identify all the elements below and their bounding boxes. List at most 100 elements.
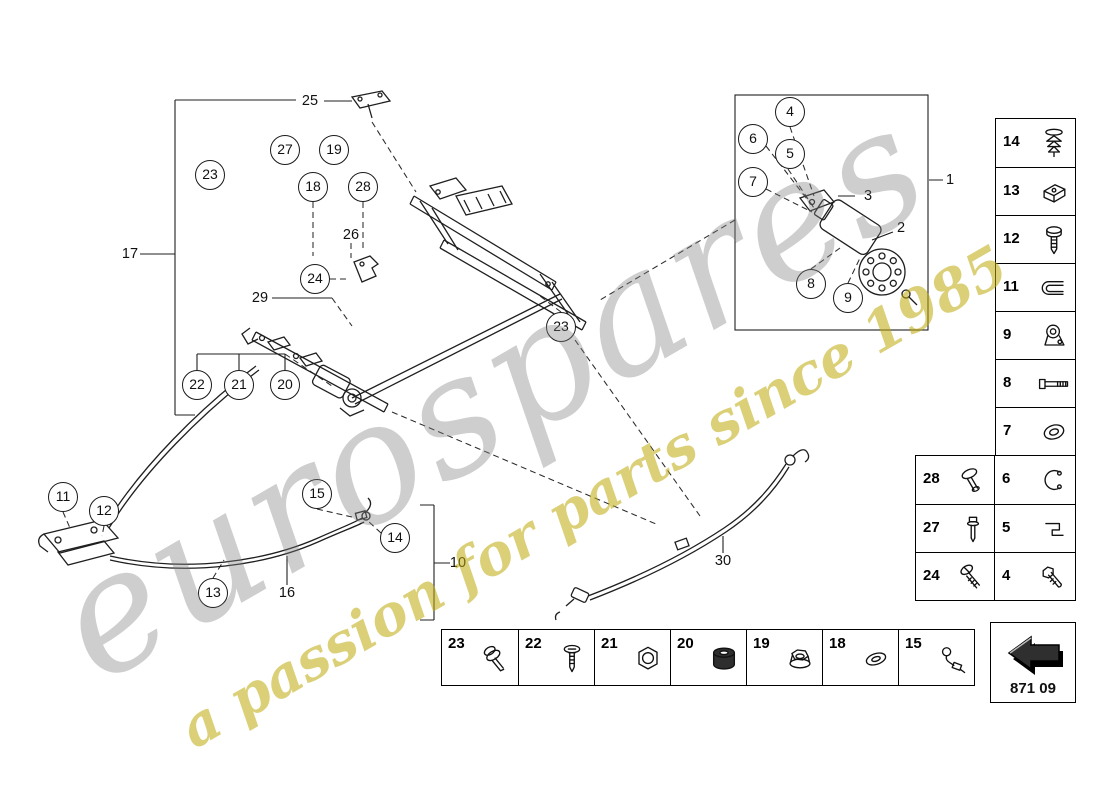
part-cell-15[interactable]: 15 [898, 630, 974, 685]
callout-18: 18 [298, 172, 328, 202]
part-number: 14 [1003, 133, 1020, 150]
part-cell-14[interactable]: 14 [996, 119, 1075, 167]
rear-cable [554, 449, 810, 621]
part-cell-24[interactable]: 24 [916, 552, 995, 600]
callout-27: 27 [270, 135, 300, 165]
bracket-clip-icon [1036, 511, 1072, 547]
part-number: 4 [1002, 567, 1011, 584]
callout-5: 5 [775, 139, 805, 169]
cable-clip-icon [934, 641, 970, 677]
part-cell-12[interactable]: 12 [996, 215, 1075, 263]
part-number: 6 [1002, 470, 1011, 487]
retainer-clip-icon [1036, 174, 1072, 210]
part-cell-5[interactable]: 5 [995, 504, 1075, 552]
callout-28: 28 [348, 172, 378, 202]
flange-nut-icon [782, 641, 818, 677]
callout-23-left: 23 [195, 160, 225, 190]
part-number: 27 [923, 519, 940, 536]
leader-lines [140, 99, 943, 621]
part-number: 28 [923, 470, 940, 487]
part-number: 15 [905, 635, 922, 652]
washer-icon [858, 641, 894, 677]
part-cell-22[interactable]: 22 [518, 630, 594, 685]
callout-22: 22 [182, 370, 212, 400]
part-cell-4[interactable]: 4 [995, 552, 1075, 600]
part-cell-19[interactable]: 19 [746, 630, 822, 685]
front-bracket-part [38, 519, 120, 566]
label-17: 17 [121, 246, 139, 262]
callout-19: 19 [319, 135, 349, 165]
callout-21: 21 [224, 370, 254, 400]
hex-nut-icon [630, 641, 666, 677]
callout-20: 20 [270, 370, 300, 400]
label-30: 30 [714, 553, 732, 569]
rail-assembly [351, 177, 587, 405]
leader-dashes [62, 121, 861, 579]
part-number: 5 [1002, 519, 1011, 536]
part-cell-9[interactable]: 9 [996, 311, 1075, 359]
part-cell-21[interactable]: 21 [594, 630, 670, 685]
callout-23-center: 23 [546, 312, 576, 342]
callout-4: 4 [775, 97, 805, 127]
pin-icon [955, 511, 991, 547]
pan-screw-vertical-icon [554, 641, 590, 677]
part-cell-7[interactable]: 7 [996, 407, 1075, 455]
part-number: 7 [1003, 422, 1012, 439]
callout-9: 9 [833, 283, 863, 313]
bushing-icon [706, 641, 742, 677]
part-number: 13 [1003, 182, 1020, 199]
callout-13: 13 [198, 578, 228, 608]
callout-15: 15 [302, 479, 332, 509]
screw-washer-icon [478, 641, 514, 677]
part-cell-13[interactable]: 13 [996, 167, 1075, 215]
spring-clip-icon [1036, 270, 1072, 306]
label-29: 29 [251, 290, 269, 306]
circlip-icon [1036, 462, 1072, 498]
part-number: 23 [448, 635, 465, 652]
drive-assembly [241, 327, 389, 417]
part-cell-27[interactable]: 27 [916, 504, 995, 552]
callout-14: 14 [380, 523, 410, 553]
paired-parts-table: 28 6 27 5 24 4 [915, 455, 1076, 601]
label-10: 10 [449, 555, 467, 571]
part-number: 21 [601, 635, 618, 652]
label-2: 2 [896, 220, 906, 236]
expansion-rivet-icon [1036, 125, 1072, 161]
label-3: 3 [863, 188, 873, 204]
part-cell-11[interactable]: 11 [996, 263, 1075, 311]
rivet-icon [955, 462, 991, 498]
back-arrow-icon [1007, 635, 1063, 675]
callout-11: 11 [48, 482, 78, 512]
bolt-icon [1036, 366, 1072, 402]
part-number: 22 [525, 635, 542, 652]
label-1: 1 [945, 172, 955, 188]
grommet-icon [1036, 414, 1072, 450]
part-number: 11 [1003, 278, 1019, 295]
part-number: 19 [753, 635, 770, 652]
label-25: 25 [301, 93, 319, 109]
part-number: 9 [1003, 326, 1012, 343]
callout-8: 8 [796, 269, 826, 299]
part-cell-18[interactable]: 18 [822, 630, 898, 685]
bottom-parts-strip: 23 22 21 20 19 18 15 [441, 629, 975, 686]
pan-screw-icon [955, 559, 991, 595]
callout-6: 6 [738, 124, 768, 154]
shoulder-screw-icon [1036, 222, 1072, 258]
part-number: 18 [829, 635, 846, 652]
label-16: 16 [278, 585, 296, 601]
right-parts-column: 14 13 12 11 9 8 7 [995, 118, 1076, 456]
diagram-group-code: 871 09 [1010, 680, 1056, 697]
label-26: 26 [342, 227, 360, 243]
part-cell-8[interactable]: 8 [996, 359, 1075, 407]
guide-bracket-part [353, 255, 380, 283]
part-cell-20[interactable]: 20 [670, 630, 746, 685]
hex-screw-icon [1036, 559, 1072, 595]
part-cell-28[interactable]: 28 [916, 456, 995, 504]
part-number: 24 [923, 567, 940, 584]
part-number: 12 [1003, 230, 1020, 247]
part-cell-23[interactable]: 23 [442, 630, 518, 685]
diagram-group-thumbnail[interactable]: 871 09 [990, 622, 1076, 703]
motor-assembly [734, 94, 929, 331]
part-cell-6[interactable]: 6 [995, 456, 1075, 504]
